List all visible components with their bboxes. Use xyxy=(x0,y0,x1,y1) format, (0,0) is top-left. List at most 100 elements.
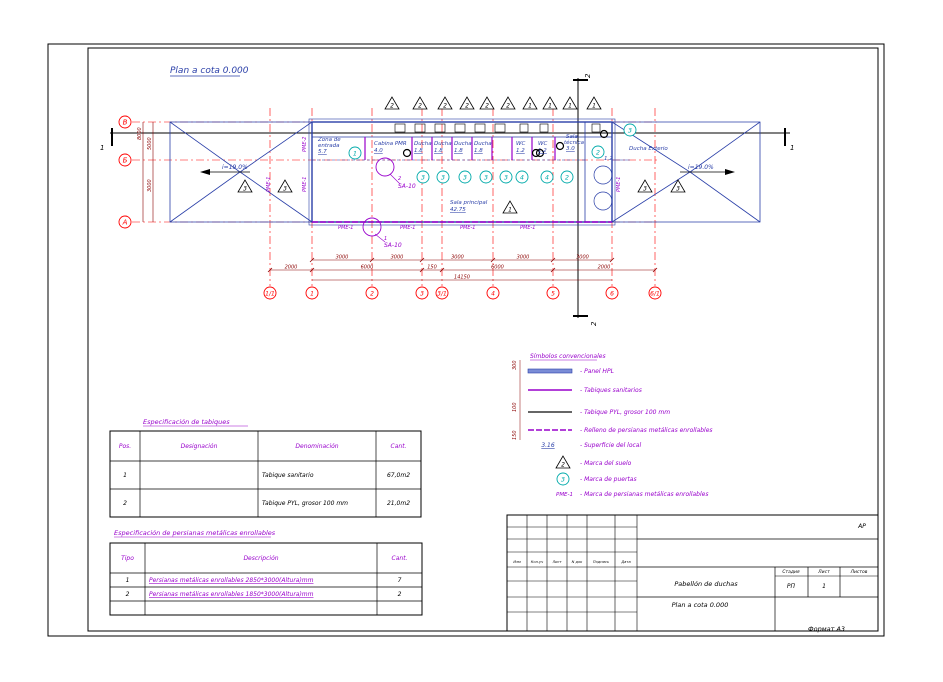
svg-text:3: 3 xyxy=(421,174,425,182)
door-mark: 3 xyxy=(436,170,450,184)
pme-label: PME-1 xyxy=(520,225,535,231)
svg-text:3.0: 3.0 xyxy=(566,146,575,152)
tb-sheet: 1 xyxy=(822,583,826,590)
section-mark-bottom: 2 xyxy=(590,321,598,326)
svg-text:1: 1 xyxy=(508,207,512,214)
svg-text:1: 1 xyxy=(548,103,552,110)
floor-mark: 2 xyxy=(437,96,453,110)
dim-label: 6000 xyxy=(361,265,374,271)
room-label: WC1.2 xyxy=(538,141,547,154)
svg-text:Cabina PMR: Cabina PMR xyxy=(374,141,407,147)
section-mark-top: 2 xyxy=(584,73,592,78)
axis-col-label: 3/1 xyxy=(437,291,447,298)
axis-row-label: A xyxy=(122,219,128,227)
svg-text:WC: WC xyxy=(516,141,525,147)
svg-text:4: 4 xyxy=(520,174,524,182)
svg-text:2: 2 xyxy=(418,103,422,110)
door-mark: 3 xyxy=(458,170,472,184)
svg-text:2: 2 xyxy=(565,174,569,182)
axis-bubble-col: 6 xyxy=(605,286,619,300)
axis-bubble-row: A xyxy=(118,215,132,229)
door-mark: 3 xyxy=(416,170,430,184)
floor-mark: 2 xyxy=(459,96,475,110)
axis-col-label: 5 xyxy=(551,291,555,298)
svg-text:Ducha: Ducha xyxy=(454,141,472,147)
svg-text:3: 3 xyxy=(628,127,632,135)
axis-bubble-col: 5 xyxy=(546,286,560,300)
legend-item: - Relleno de persianas metálicas enrolla… xyxy=(580,427,713,434)
door-mark: 2 xyxy=(591,145,605,159)
legend: Símbolos convencionales 3001001503.1623P… xyxy=(512,353,713,498)
floor-mark: 2 xyxy=(555,455,571,469)
legend-item: - Marca de puertas xyxy=(580,476,637,483)
dim-label: 3000 xyxy=(391,255,404,261)
svg-text:3: 3 xyxy=(441,174,445,182)
svg-text:Лист: Лист xyxy=(551,560,562,564)
outer-frame xyxy=(47,43,885,637)
svg-text:1.8: 1.8 xyxy=(454,148,463,154)
svg-text:técnica: técnica xyxy=(564,139,585,146)
svg-text:Sala principal: Sala principal xyxy=(450,200,488,206)
table-header: Pos. xyxy=(119,443,131,450)
svg-text:Ducha: Ducha xyxy=(474,141,492,147)
axis-bubble-col: 6/1 xyxy=(648,286,662,300)
axis-bubble-col: 3/1 xyxy=(435,286,449,300)
dim-label: 3000 xyxy=(336,255,349,261)
floor-mark: 3 xyxy=(670,179,686,193)
table-header: Designación xyxy=(181,443,218,450)
door-mark: 4 xyxy=(515,170,529,184)
svg-text:3: 3 xyxy=(504,174,508,182)
legend-item: - Marca del suelo xyxy=(580,460,632,467)
legend-item: - Marca de persianas metálicas enrollabl… xyxy=(580,491,708,498)
dim-label: 2000 xyxy=(598,265,611,271)
legend-item: - Superficie del local xyxy=(580,442,641,449)
table-header: Cant. xyxy=(392,555,408,562)
svg-text:1.8: 1.8 xyxy=(414,148,423,154)
svg-text:PME-1: PME-1 xyxy=(556,492,573,498)
svg-text:WC: WC xyxy=(538,141,547,147)
slope-arrows xyxy=(200,169,735,175)
row-dim-label: 3000 xyxy=(147,179,153,192)
svg-text:2: 2 xyxy=(443,103,447,110)
pme-label: PME-1 xyxy=(460,225,475,231)
svg-text:Листов: Листов xyxy=(850,569,868,575)
table-cell: 2 xyxy=(123,500,127,507)
svg-text:42.75: 42.75 xyxy=(450,207,466,213)
slope-left-label: i=19.0% xyxy=(222,164,248,171)
table-header: Descripción xyxy=(243,555,278,562)
svg-text:2: 2 xyxy=(485,103,489,110)
axis-row-label: Б xyxy=(123,157,128,165)
legend-item: - Panel HPL xyxy=(580,368,614,375)
svg-text:300: 300 xyxy=(512,360,518,370)
svg-text:4.0: 4.0 xyxy=(374,148,383,154)
table-header: Tipo xyxy=(121,555,134,562)
dim-label: 2000 xyxy=(285,265,298,271)
svg-text:3: 3 xyxy=(243,186,247,193)
floor-mark: 1 xyxy=(586,96,602,110)
door-mark: 3 xyxy=(479,170,493,184)
svg-text:Дата: Дата xyxy=(620,560,630,564)
svg-text:entrada: entrada xyxy=(318,143,340,149)
svg-text:Лист: Лист xyxy=(817,569,830,575)
tb-project: Pabellón de duchas xyxy=(674,580,738,588)
table-cell: 1 xyxy=(126,577,130,584)
table-cell: Tabique sanitario xyxy=(262,472,314,479)
floor-mark: 2 xyxy=(412,96,428,110)
axis-col-label: 6/1 xyxy=(650,291,660,298)
section-1-1 xyxy=(110,128,790,146)
floor-mark: 1 xyxy=(542,96,558,110)
axis-col-label: 6 xyxy=(610,291,614,298)
axis-col-label: 2 xyxy=(370,291,374,298)
axis-bubble-row: Б xyxy=(118,153,132,167)
dim-label: 3000 xyxy=(517,255,530,261)
section-mark-left: 1 xyxy=(100,144,104,152)
svg-text:2: 2 xyxy=(596,149,600,157)
